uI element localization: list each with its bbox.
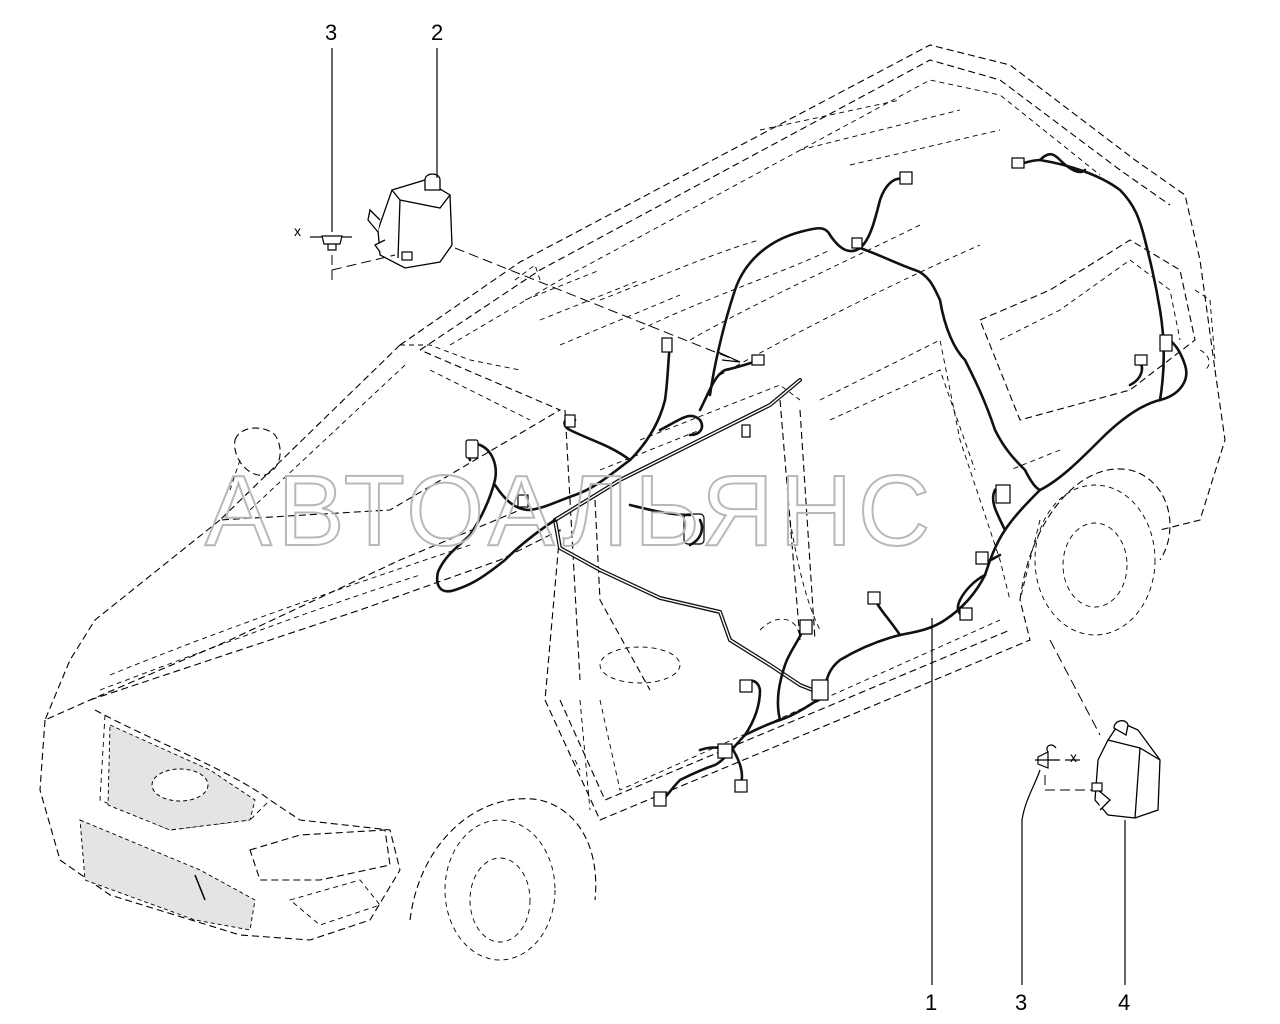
part-2-control-unit	[367, 173, 453, 269]
callout-part-4: 4	[1118, 990, 1130, 1015]
callout-part-3-top: 3	[325, 20, 337, 45]
wiring-harness	[435, 152, 1188, 807]
callout-part-2: 2	[431, 20, 443, 45]
part-3-screw-top	[310, 48, 352, 282]
watermark-text: АВТОАЛЬЯНС	[205, 455, 936, 567]
axis-label-top-x: x	[294, 223, 301, 239]
side-mirror	[229, 427, 281, 491]
axis-label-bottom-x: x	[1070, 749, 1077, 765]
part-3-screw-bottom	[1035, 744, 1092, 791]
callout-part-1: 1	[925, 990, 937, 1015]
callout-part-3-bottom: 3	[1015, 990, 1027, 1015]
front-grille	[79, 724, 256, 931]
part-4-control-unit	[1091, 720, 1161, 819]
vehicle-body-outline	[39, 44, 1226, 961]
harness-connectors	[465, 157, 1173, 807]
leader-lines	[331, 48, 1126, 985]
